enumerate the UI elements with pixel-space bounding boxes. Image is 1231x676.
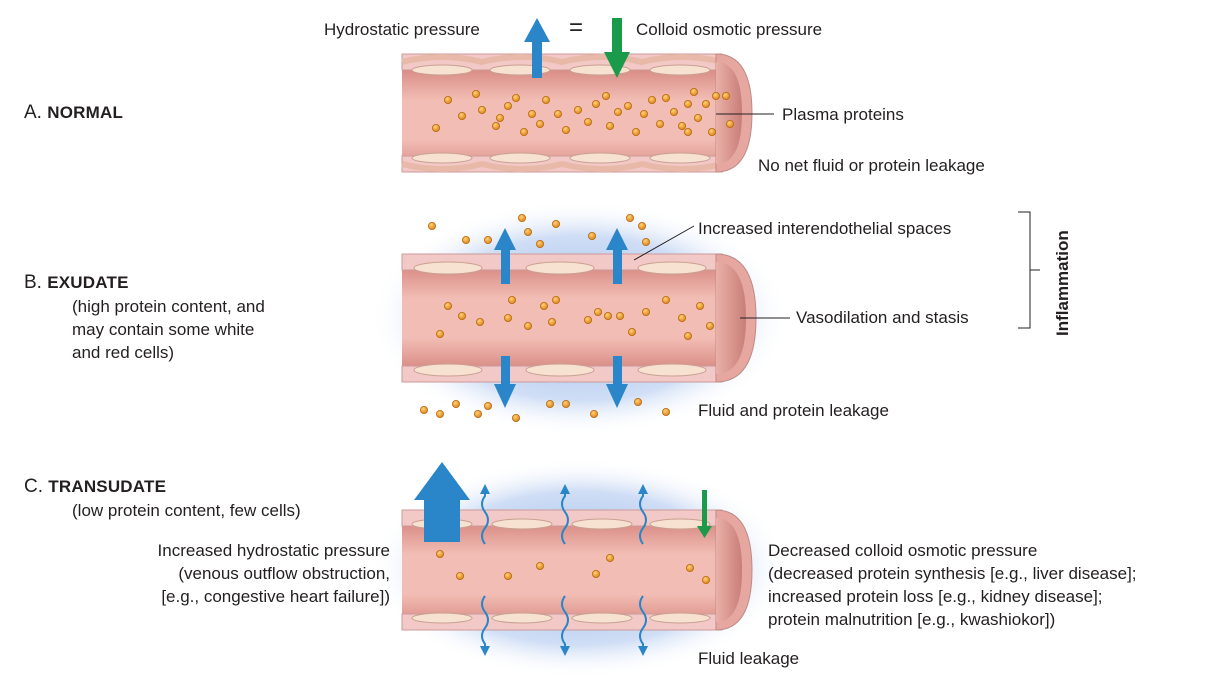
panel-c-right-1: Decreased colloid osmotic pressure bbox=[768, 541, 1038, 560]
panel-b-heading: EXUDATE bbox=[47, 273, 129, 292]
panel-a-title: A. NORMAL bbox=[24, 102, 123, 124]
panel-b-title: B. EXUDATE bbox=[24, 272, 129, 294]
panel-c-title: C. TRANSUDATE bbox=[24, 476, 166, 498]
panel-c-caption: Fluid leakage bbox=[698, 649, 800, 668]
panel-b-desc-2: may contain some white bbox=[72, 320, 255, 339]
panel-a-caption: No net fluid or protein leakage bbox=[758, 156, 985, 175]
vasodilation-label: Vasodilation and stasis bbox=[796, 308, 969, 327]
panel-c-left-2: (venous outflow obstruction, bbox=[178, 564, 390, 583]
plasma-proteins-a bbox=[431, 88, 735, 136]
colloid-arrow-c bbox=[697, 490, 712, 538]
panel-b-letter: B. bbox=[24, 272, 42, 293]
hydrostatic-arrow-c bbox=[414, 462, 470, 542]
inflammation-label: Inflammation bbox=[1053, 230, 1072, 336]
interendothelial-spaces-label: Increased interendothelial spaces bbox=[698, 219, 952, 238]
colloid-osmotic-pressure-label: Colloid osmotic pressure bbox=[636, 20, 823, 39]
plasma-proteins-c bbox=[435, 550, 711, 585]
leaked-proteins-b bbox=[419, 213, 671, 422]
panel-c-right-3: increased protein loss [e.g., kidney dis… bbox=[768, 587, 1103, 606]
panel-c-right-4: protein malnutrition [e.g., kwashiokor]) bbox=[768, 610, 1056, 629]
panel-a-letter: A. bbox=[24, 102, 42, 123]
fluid-leakage-arrows-c bbox=[481, 490, 647, 650]
panel-b-caption: Fluid and protein leakage bbox=[698, 401, 889, 420]
panel-c-left-1: Increased hydrostatic pressure bbox=[157, 541, 390, 560]
panel-c-left-3: [e.g., congestive heart failure]) bbox=[161, 587, 390, 606]
panel-b-desc-1: (high protein content, and bbox=[72, 297, 265, 316]
vessel-b bbox=[401, 253, 757, 383]
outflow-arrows-b bbox=[494, 228, 628, 408]
panel-c-heading: TRANSUDATE bbox=[48, 477, 167, 496]
inflammation-bracket bbox=[1018, 211, 1040, 329]
wavy-arrowheads bbox=[480, 484, 648, 656]
panel-c-right-2: (decreased protein synthesis [e.g., live… bbox=[768, 564, 1137, 583]
panel-c-desc: (low protein content, few cells) bbox=[72, 501, 301, 520]
panel-b-desc-3: and red cells) bbox=[72, 343, 175, 362]
plasma-proteins-b bbox=[435, 295, 715, 340]
colloid-arrow-a bbox=[604, 18, 630, 78]
hydrostatic-arrow-a bbox=[524, 18, 550, 78]
vessel-a bbox=[401, 53, 753, 173]
equals-sign: = bbox=[569, 14, 584, 41]
plasma-proteins-label: Plasma proteins bbox=[782, 105, 904, 124]
panel-a-heading: NORMAL bbox=[47, 103, 124, 122]
hydrostatic-pressure-label: Hydrostatic pressure bbox=[324, 20, 480, 39]
leader-lines bbox=[633, 113, 790, 319]
panel-c-letter: C. bbox=[24, 476, 43, 497]
